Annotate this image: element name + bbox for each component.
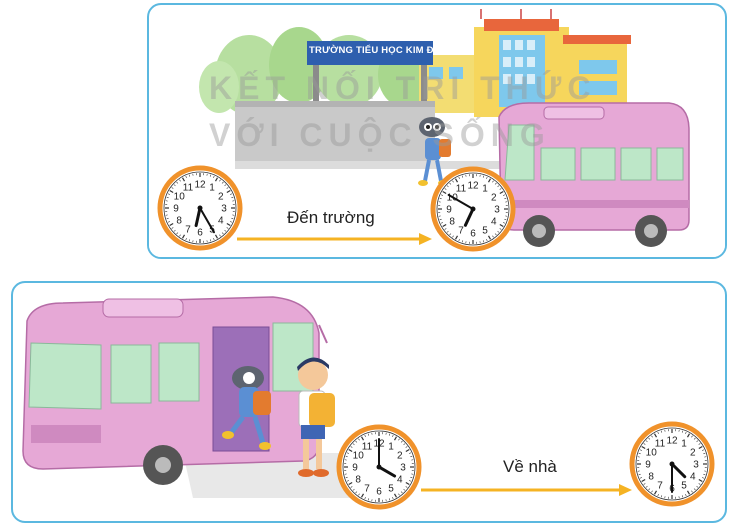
clock-numeral: 11 — [456, 184, 467, 195]
clock-numeral: 4 — [218, 216, 224, 227]
boy-student — [297, 357, 335, 477]
clock-numeral: 9 — [352, 463, 358, 474]
clock-numeral: 3 — [400, 463, 406, 474]
robot-student — [418, 117, 451, 186]
watermark-line-1: KẾT NỐI TRI THỨC — [209, 70, 597, 106]
arrow-label-going-to-school: Đến trường — [287, 208, 375, 227]
clock-numeral: 9 — [645, 460, 651, 471]
clock-numeral: 4 — [491, 217, 497, 228]
hour-hand — [670, 462, 687, 479]
clock-numeral: 9 — [173, 204, 179, 215]
clock-numeral: 12 — [666, 436, 678, 447]
clock-numeral: 8 — [648, 472, 654, 483]
clock-numeral: 5 — [482, 225, 488, 236]
school-building — [419, 9, 631, 117]
robot-boarding — [222, 366, 271, 450]
clock-numeral: 1 — [388, 442, 394, 453]
clock-numeral: 12 — [194, 180, 206, 191]
arrow-label-going-home: Về nhà — [503, 457, 557, 476]
clock-numeral: 2 — [690, 448, 696, 459]
clock-numeral: 1 — [482, 184, 488, 195]
minute-hand — [447, 194, 474, 210]
clock-numeral: 4 — [397, 475, 403, 486]
school-sign-text: TRƯỜNG TIỂU HỌC KIM ĐỒNG — [309, 45, 456, 56]
clock-numeral: 11 — [183, 183, 194, 194]
hour-hand — [463, 207, 475, 227]
clock-numeral: 10 — [174, 192, 186, 203]
clock-numeral: 2 — [218, 192, 224, 203]
clock-numeral: 11 — [655, 439, 666, 450]
clock-numeral: 2 — [491, 193, 497, 204]
clock-numeral: 8 — [355, 475, 361, 486]
clock-numeral: 7 — [458, 225, 464, 236]
clock-numeral: 3 — [693, 460, 699, 471]
school-sign-board — [307, 41, 433, 65]
clock-numeral: 6 — [470, 229, 476, 240]
clock-numeral: 2 — [397, 451, 403, 462]
minute-hand — [199, 207, 215, 234]
arrow-going-to-school — [237, 233, 432, 245]
clock-numeral: 3 — [221, 204, 227, 215]
clock-numeral: 8 — [449, 217, 455, 228]
clock-numeral: 5 — [388, 483, 394, 494]
school-bus — [498, 102, 690, 247]
clock-numeral: 3 — [494, 205, 500, 216]
clock-numeral: 7 — [185, 224, 191, 235]
clock-numeral: 10 — [646, 448, 658, 459]
clock-numeral: 8 — [176, 216, 182, 227]
clock-numeral: 11 — [362, 442, 373, 453]
school-wall — [235, 101, 435, 161]
hour-hand — [377, 465, 397, 478]
clock-numeral: 7 — [364, 483, 370, 494]
hour-hand — [194, 206, 202, 228]
clock-numeral: 10 — [353, 451, 365, 462]
clock-numeral: 5 — [681, 480, 687, 491]
clock-numeral: 7 — [657, 480, 663, 491]
clock-numeral: 6 — [197, 228, 203, 239]
arrow-going-home — [421, 484, 632, 496]
clock-numeral: 1 — [681, 439, 687, 450]
home-bus — [22, 296, 328, 485]
clock-numeral: 4 — [690, 472, 696, 483]
clock-numeral: 12 — [467, 181, 479, 192]
clock-numeral: 9 — [446, 205, 452, 216]
clock-numeral: 1 — [209, 183, 215, 194]
clock-numeral: 6 — [376, 487, 382, 498]
watermark-line-2: VỚI CUỘC SỐNG — [209, 117, 551, 153]
